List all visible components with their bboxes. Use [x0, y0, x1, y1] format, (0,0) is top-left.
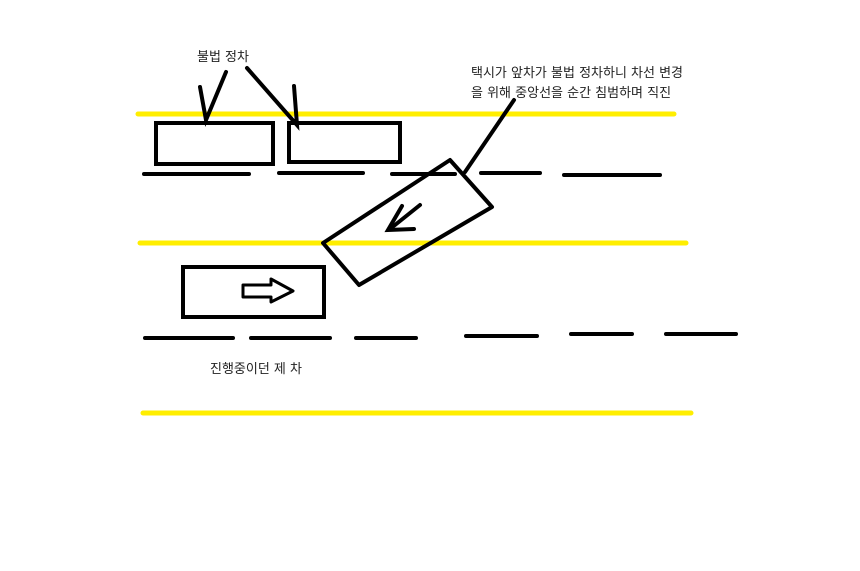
lane-dashes-upper — [142, 171, 662, 177]
hollow-arrow-right-icon — [241, 277, 295, 304]
taxi-note-line1: 택시가 앞차가 불법 정차하니 차선 변경 — [471, 66, 684, 81]
taxi-note-line2: 을 위해 중앙선을 순간 침범하며 직진 — [471, 86, 672, 101]
parked-car-2 — [287, 121, 402, 164]
illegal-parking-label: 불법 정차 — [197, 50, 249, 65]
pointer-to-parked-car-2 — [245, 66, 300, 131]
lane-dashes-lower — [143, 332, 738, 340]
taxi-note: 택시가 앞차가 불법 정차하니 차선 변경 을 위해 중앙선을 순간 침범하며 … — [471, 64, 683, 104]
parked-car-1 — [154, 121, 275, 166]
pointer-to-parked-car-1 — [198, 70, 228, 128]
taxi — [321, 158, 494, 287]
my-car-label: 진행중이던 제 차 — [210, 362, 302, 377]
taxi-note-pointer — [463, 98, 516, 174]
illegal-parking-pointers — [198, 66, 300, 131]
my-car — [181, 265, 326, 319]
arrow-down-left-icon — [384, 203, 422, 233]
